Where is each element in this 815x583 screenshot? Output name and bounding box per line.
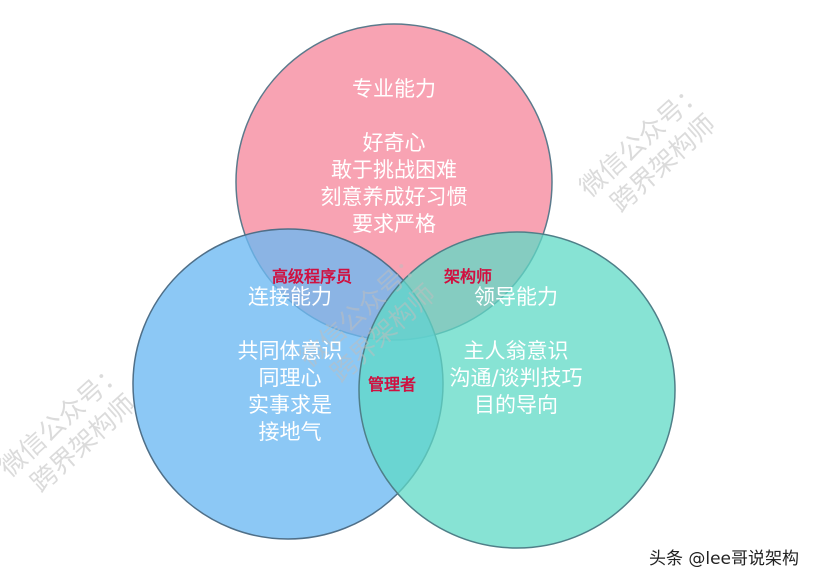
connection-item: 接地气 bbox=[258, 420, 322, 444]
leadership-title: 领导能力 bbox=[474, 285, 558, 309]
leadership-text: 领导能力 主人翁意识 沟通/谈判技巧 目的导向 bbox=[416, 284, 616, 419]
intersection-senior-programmer: 高级程序员 bbox=[272, 267, 353, 286]
professional-item: 要求严格 bbox=[352, 212, 436, 236]
professional-item: 敢于挑战困难 bbox=[331, 158, 457, 182]
connection-item: 共同体意识 bbox=[237, 339, 343, 363]
connection-title: 连接能力 bbox=[248, 285, 332, 309]
connection-item: 实事求是 bbox=[248, 393, 332, 417]
professional-text: 专业能力 好奇心 敢于挑战困难 刻意养成好习惯 要求严格 bbox=[294, 76, 494, 238]
circle-leadership bbox=[358, 231, 676, 549]
leadership-item: 主人翁意识 bbox=[463, 339, 569, 363]
professional-title: 专业能力 bbox=[352, 77, 436, 101]
intersection-manager: 管理者 bbox=[368, 375, 417, 394]
leadership-item: 目的导向 bbox=[474, 393, 558, 417]
leadership-item: 沟通/谈判技巧 bbox=[449, 366, 583, 390]
credit-text: 头条 @lee哥说架构 bbox=[648, 549, 799, 569]
connection-item: 同理心 bbox=[258, 366, 322, 390]
connection-text: 连接能力 共同体意识 同理心 实事求是 接地气 bbox=[190, 284, 390, 446]
professional-item: 刻意养成好习惯 bbox=[320, 185, 468, 209]
professional-item: 好奇心 bbox=[362, 131, 426, 155]
intersection-architect: 架构师 bbox=[444, 267, 493, 286]
